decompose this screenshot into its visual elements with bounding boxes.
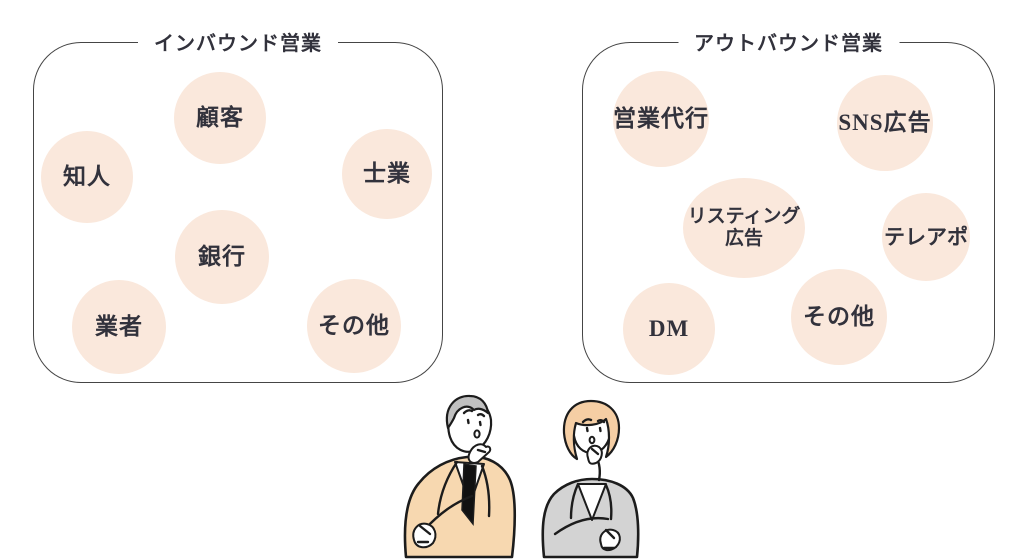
thinking-woman-figure xyxy=(541,399,640,559)
bubble-licensed-professionals-label: 士業 xyxy=(363,160,411,186)
bubble-inbound-other-label: その他 xyxy=(318,312,390,338)
thinking-man-figure xyxy=(403,394,517,559)
inbound-sales-title: インバウンド営業 xyxy=(138,26,338,56)
bubble-customers: 顧客 xyxy=(174,72,266,164)
bubble-acquaintances: 知人 xyxy=(41,131,133,223)
bubble-outbound-other: その他 xyxy=(791,269,887,365)
bubble-sales-agency-label: 営業代行 xyxy=(613,105,709,131)
bubble-vendors-label: 業者 xyxy=(95,313,143,339)
bubble-acquaintances-label: 知人 xyxy=(63,163,111,189)
bubble-banks: 銀行 xyxy=(175,210,269,304)
bubble-tele-appointment: テレアポ xyxy=(882,193,970,281)
thinking-businesspeople-illustration xyxy=(403,394,640,559)
bubble-licensed-professionals: 士業 xyxy=(342,129,432,219)
bubble-sns-ads-label: SNS広告 xyxy=(838,109,932,135)
bubble-vendors: 業者 xyxy=(72,280,166,374)
bubble-sales-agency: 営業代行 xyxy=(613,71,709,167)
bubble-direct-mail-label: DM xyxy=(648,315,690,341)
bubble-direct-mail: DM xyxy=(623,283,715,375)
outbound-sales-group: アウトバウンド営業 営業代行 SNS広告 リスティング 広告 テレアポ DM そ… xyxy=(582,26,995,383)
bubble-inbound-other: その他 xyxy=(307,279,401,373)
bubble-customers-label: 顧客 xyxy=(196,104,244,130)
outbound-sales-title: アウトバウンド営業 xyxy=(678,26,899,56)
bubble-listing-ads-label: リスティング 広告 xyxy=(687,206,801,249)
bubble-outbound-other-label: その他 xyxy=(803,303,875,329)
bubble-sns-ads: SNS広告 xyxy=(837,75,933,171)
bubble-tele-appointment-label: テレアポ xyxy=(884,224,968,249)
bubble-listing-ads: リスティング 広告 xyxy=(683,178,805,278)
inbound-sales-group: インバウンド営業 顧客 知人 士業 銀行 業者 その他 xyxy=(33,26,443,383)
bubble-banks-label: 銀行 xyxy=(198,243,246,269)
